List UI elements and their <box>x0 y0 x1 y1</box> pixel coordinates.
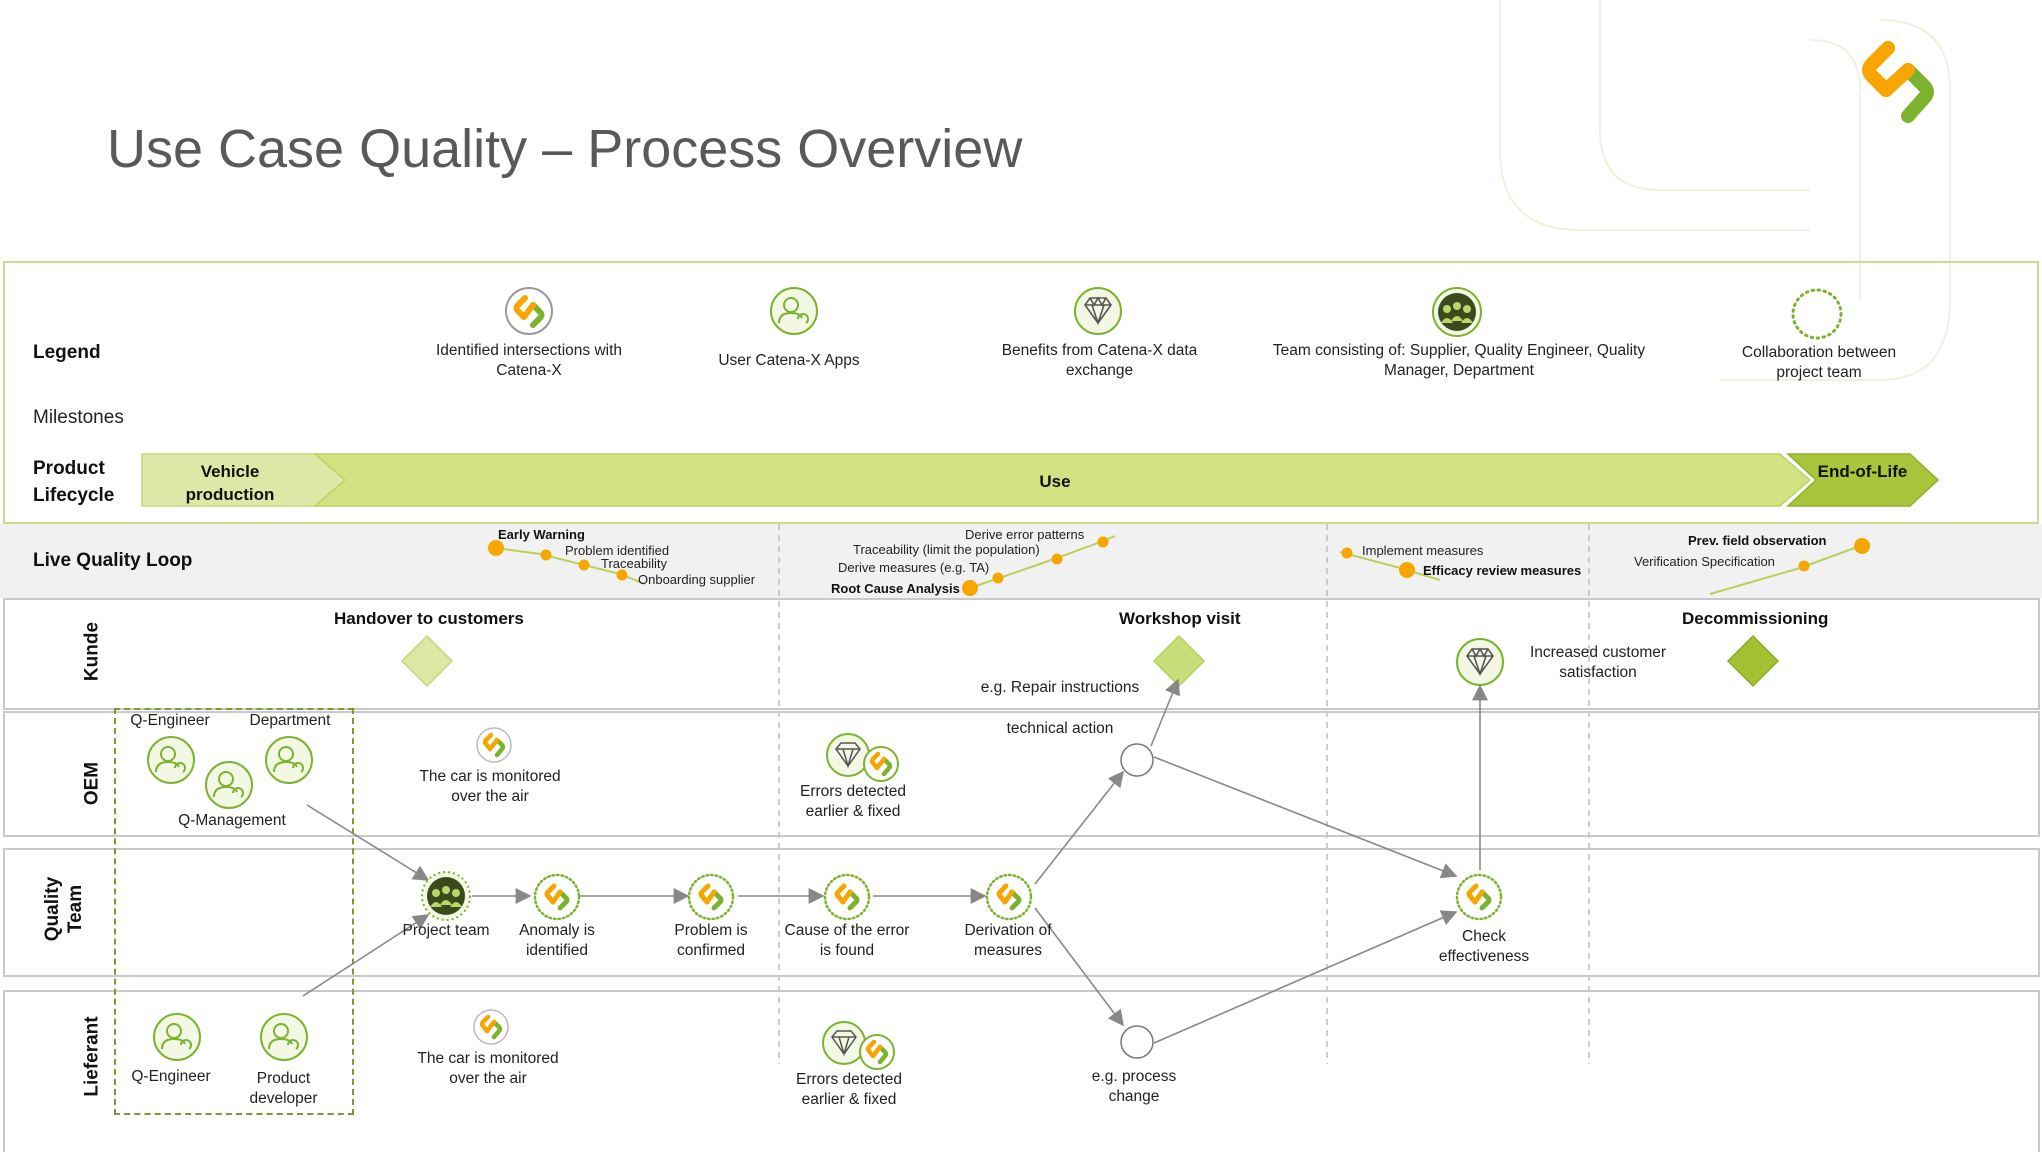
project-team-icon <box>421 871 471 921</box>
lane-oem <box>3 711 2040 837</box>
milestone-workshop: Workshop visit <box>1119 609 1241 628</box>
user-apps-icon <box>770 287 818 335</box>
user-icon <box>147 736 195 784</box>
loop-root-cause-analysis: Root Cause Analysis <box>831 581 960 596</box>
benefit-diamond-icon <box>1456 638 1504 686</box>
legend-panel <box>3 261 2039 524</box>
milestone-handover: Handover to customers <box>334 609 524 628</box>
product-lifecycle-label: Product Lifecycle <box>33 458 115 506</box>
oem-monitored-text: The car is monitored over the air <box>419 768 561 805</box>
user-icon <box>265 736 313 784</box>
catena-x-logo-icon <box>1862 41 1934 123</box>
lane-quality-team <box>3 848 2040 977</box>
step-project-team: Project team <box>402 922 490 939</box>
milestone-diamond-decommissioning <box>1726 634 1780 688</box>
catena-x-logo-icon <box>476 727 512 763</box>
lieferant-role-q-engineer: Q-Engineer <box>131 1068 211 1085</box>
lieferant-errors-text: Errors detected earlier & fixed <box>796 1071 902 1108</box>
loop-traceability-population: Traceability (limit the population) <box>853 542 1040 557</box>
loop-early-warning: Early Warning <box>498 527 585 542</box>
milestone-diamond-handover <box>400 634 454 688</box>
user-icon <box>205 761 253 809</box>
increased-satisfaction: Increased customer satisfaction <box>1529 644 1667 681</box>
live-quality-loop-label: Live Quality Loop <box>33 550 193 571</box>
team-icon <box>1432 287 1482 337</box>
phase-use: Use <box>1039 472 1071 491</box>
step-derivation: Derivation of measures <box>964 922 1052 959</box>
oem-errors-text: Errors detected earlier & fixed <box>800 783 906 820</box>
dotted-circle-icon <box>1791 288 1843 340</box>
legend-heading: Legend <box>33 342 101 363</box>
phase-end-of-life: End-of-Life <box>1817 462 1908 481</box>
live-quality-loop-band <box>0 524 2042 598</box>
milestone-decommissioning: Decommissioning <box>1682 609 1829 628</box>
catena-x-logo-icon <box>687 873 735 921</box>
loop-problem-identified: Problem identified <box>565 543 670 558</box>
step-anomaly: Anomaly is identified <box>519 922 595 959</box>
loop-traceability: Traceability <box>601 556 667 571</box>
lifecycle-chevrons <box>141 453 1940 507</box>
actors-group <box>114 708 354 1115</box>
lieferant-role-product-developer: Product developer <box>249 1070 318 1107</box>
legend-item-4: Team consisting of: Supplier, Quality En… <box>1272 342 1646 379</box>
lieferant-monitored-text: The car is monitored over the air <box>417 1050 559 1087</box>
loop-onboarding-supplier: Onboarding supplier <box>638 572 756 587</box>
diamond-icon <box>1074 287 1122 335</box>
catena-x-logo-icon <box>505 287 553 335</box>
phase-separators <box>778 524 1590 1064</box>
catena-x-logo-icon <box>1455 873 1503 921</box>
user-icon <box>260 1013 308 1061</box>
loop-prev-field-observation: Prev. field observation <box>1688 533 1827 548</box>
legend-item-1: Identified intersections with Catena-X <box>435 342 623 379</box>
catena-x-logo-icon <box>985 873 1033 921</box>
process-change: e.g. process change <box>1091 1068 1177 1105</box>
loop-verification-specification: Verification Specification <box>1634 554 1775 569</box>
technical-action: technical action <box>1006 720 1114 737</box>
legend-item-2: User Catena-X Apps <box>718 352 860 369</box>
lane-kunde <box>3 598 2040 710</box>
loop-derive-error-patterns: Derive error patterns <box>965 527 1085 542</box>
step-cause-found: Cause of the error is found <box>784 922 910 959</box>
legend-item-3: Benefits from Catena-X data exchange <box>1001 342 1198 379</box>
benefit-catena-icon <box>826 733 899 782</box>
background-decoration <box>1499 0 1951 381</box>
loop-derive-measures: Derive measures (e.g. TA) <box>838 560 990 575</box>
phase-vehicle-production: Vehicle production <box>185 462 275 504</box>
oem-role-q-management: Q-Management <box>178 812 286 829</box>
step-check-effectiveness: Check effectiveness <box>1438 928 1530 965</box>
benefit-catena-icon <box>822 1021 895 1070</box>
loop-curves <box>488 535 1870 596</box>
catena-x-logo-icon <box>823 873 871 921</box>
loop-implement-measures: Implement measures <box>1362 543 1484 558</box>
lane-lieferant <box>3 990 2040 1152</box>
milestones-label: Milestones <box>33 407 124 428</box>
oem-role-department: Department <box>249 712 331 729</box>
step-problem-confirmed: Problem is confirmed <box>674 922 748 959</box>
catena-x-logo-icon <box>473 1009 509 1045</box>
user-icon <box>153 1013 201 1061</box>
page-title: Use Case Quality – Process Overview <box>107 119 1023 179</box>
loop-efficacy-review: Efficacy review measures <box>1423 563 1582 578</box>
legend-item-5: Collaboration between project team <box>1741 344 1897 381</box>
catena-x-logo-icon <box>533 873 581 921</box>
oem-role-q-engineer: Q-Engineer <box>130 712 210 729</box>
repair-instructions: e.g. Repair instructions <box>980 679 1140 696</box>
